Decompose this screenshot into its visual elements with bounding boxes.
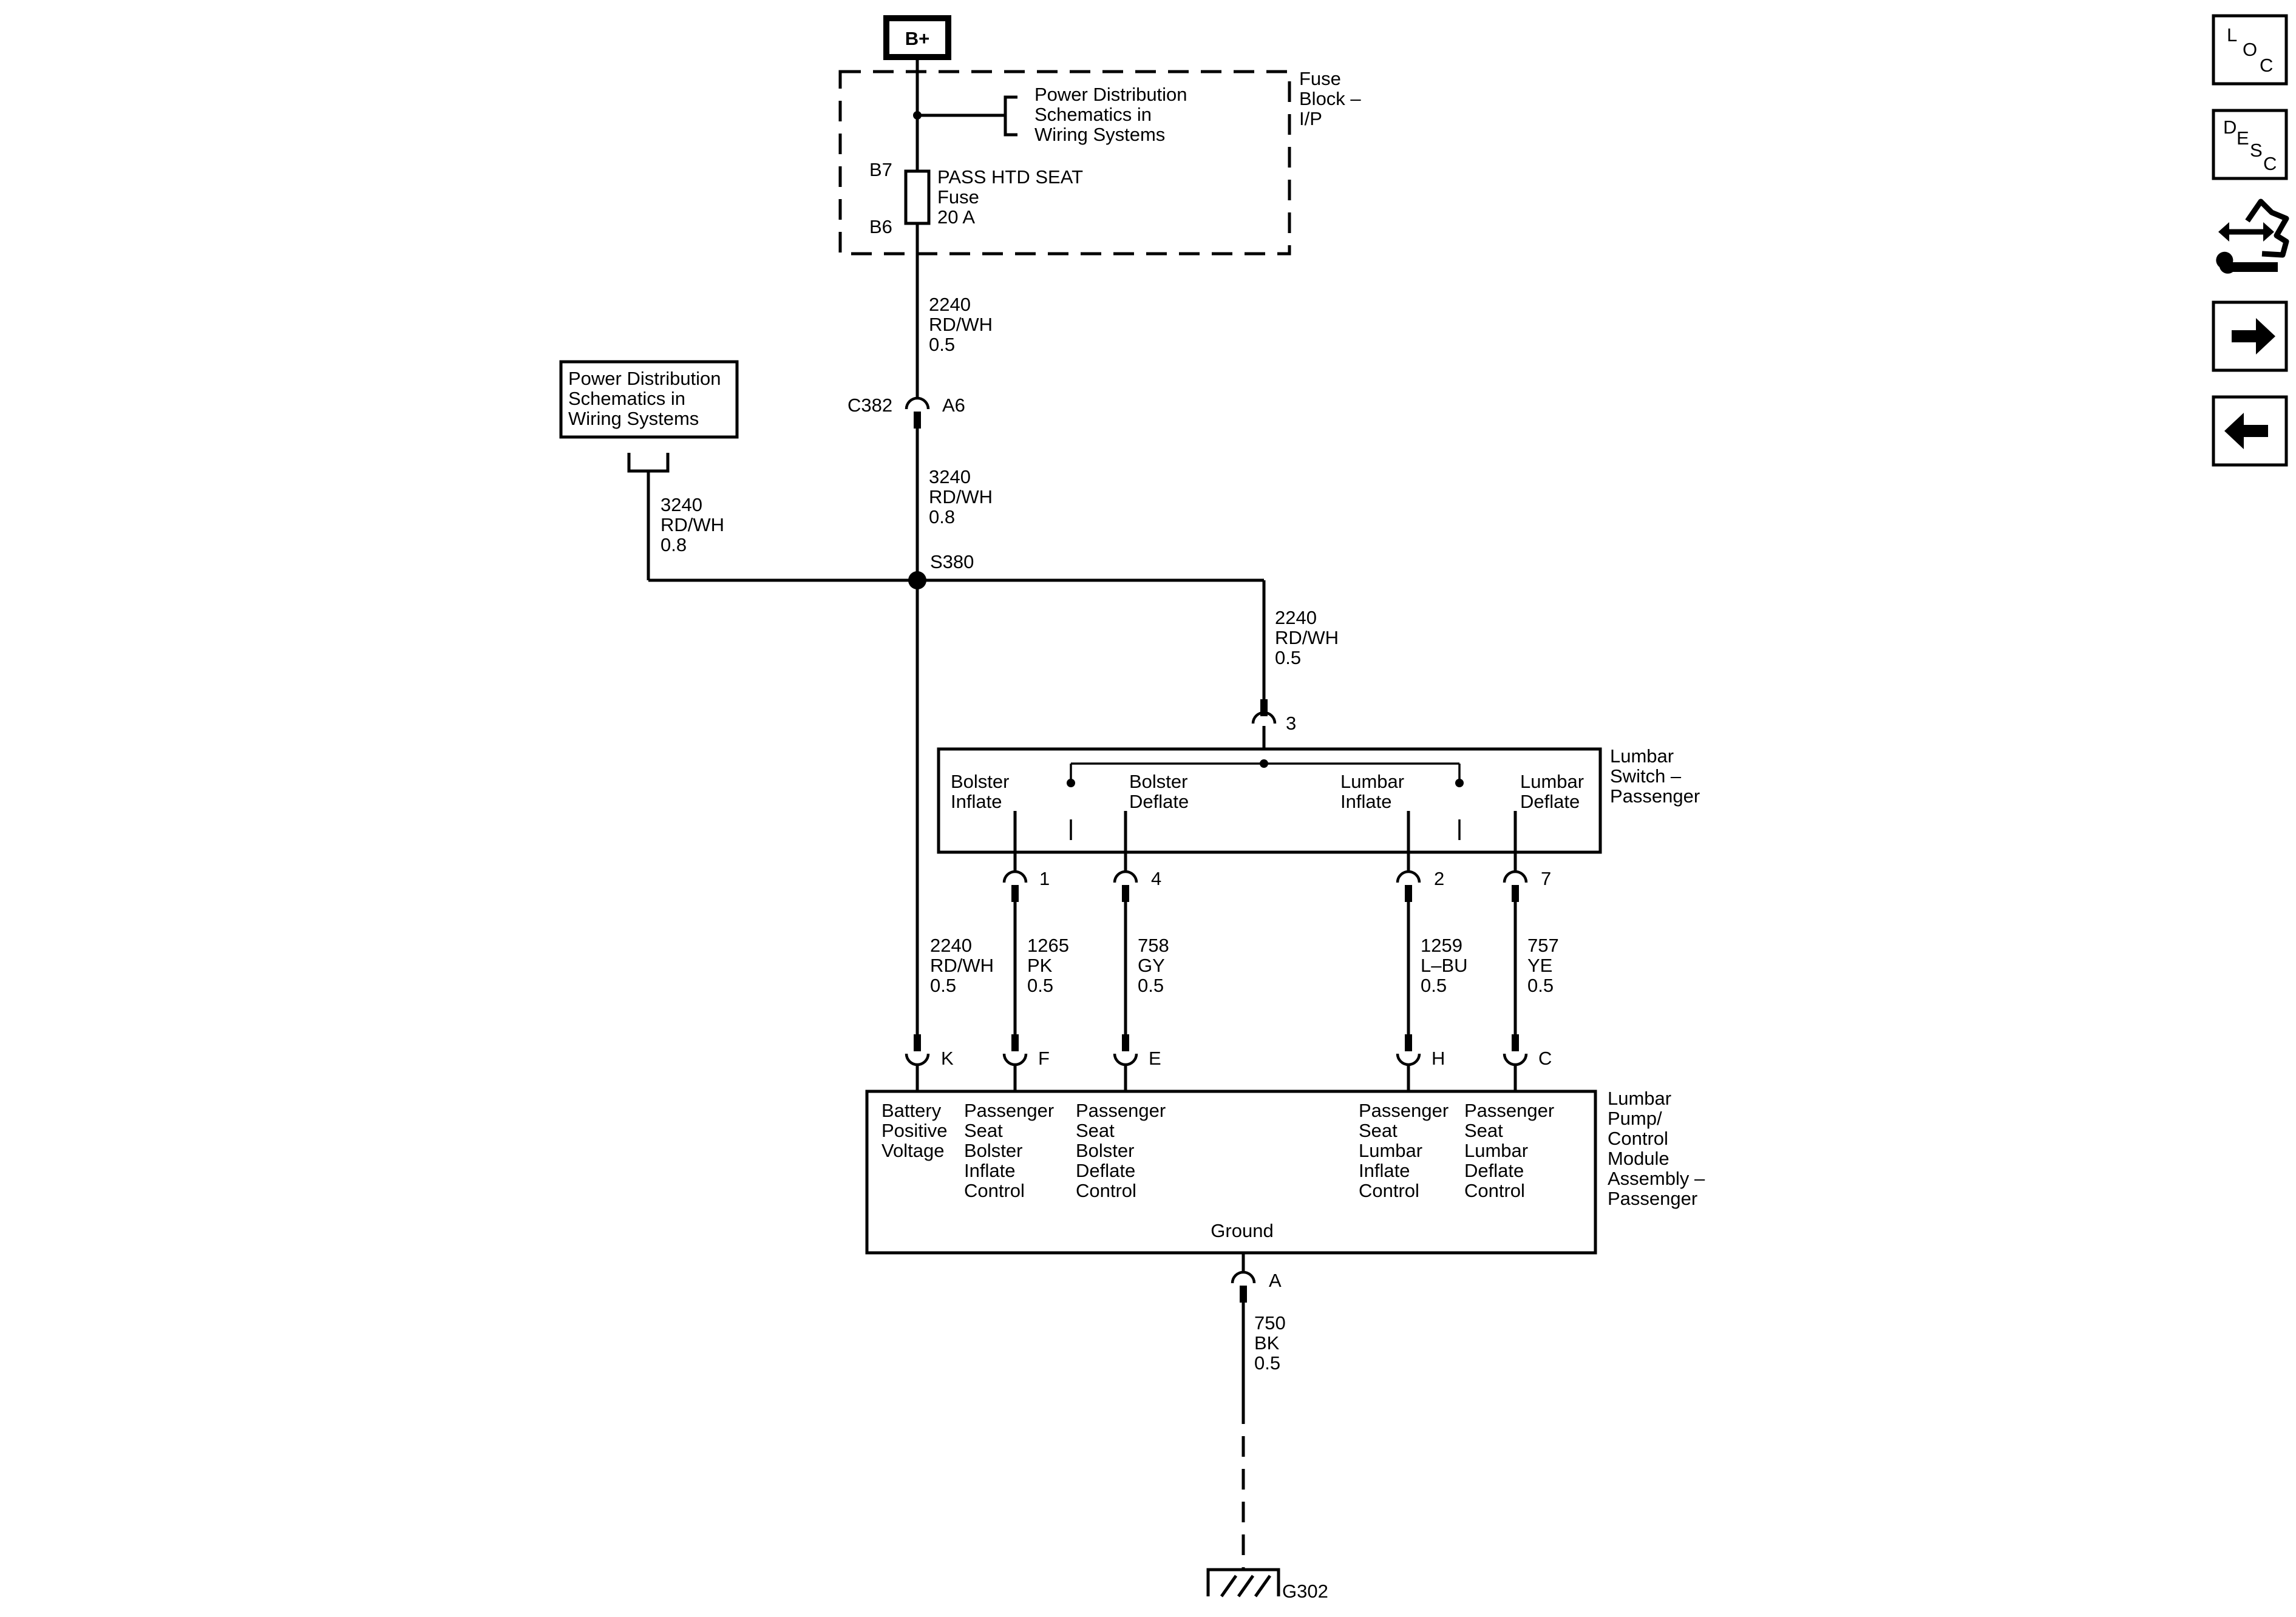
wire-1265-bolster-inflate: 1265 PK 0.5 (1027, 935, 1075, 996)
wire-3240-c382-out: 3240 RD/WH 0.8 (929, 466, 998, 527)
wire-2240-pump-feed: 2240 RD/WH 0.5 (930, 935, 999, 996)
power-distribution-ref-box: Power Distribution Schematics in Wiring … (559, 360, 739, 473)
lumbar-pump-control-module: Lumbar Pump/ Control Module Assembly – P… (865, 1088, 1710, 1255)
arrow-left-icon (2224, 413, 2268, 449)
pump-module-name: Lumbar Pump/ Control Module Assembly – P… (1608, 1088, 1710, 1209)
switch-connector-pin-3: 3 (1251, 699, 1296, 734)
switch-bolster-deflate-label: Bolster Deflate (1129, 771, 1193, 812)
ground-g302-name: G302 (1282, 1581, 1328, 1602)
loc-letter-c: C (2260, 55, 2273, 76)
switch-lumbar-deflate-label: Lumbar Deflate (1520, 771, 1589, 812)
wire-2240-fuse-out: 2240 RD/WH 0.5 (929, 294, 998, 355)
wire-1259-lumbar-inflate: 1259 L–BU 0.5 (1421, 935, 1473, 996)
switch-output-connectors: 1 4 2 7 (1002, 852, 1551, 902)
ground-g302: G302 (1206, 1568, 1328, 1602)
switch-feed-pin-label: 3 (1286, 713, 1296, 734)
switch-pin-bolster-deflate: 4 (1151, 868, 1161, 889)
switch-to-pump-wires: 2240 RD/WH 0.5 1265 PK 0.5 758 GY 0.5 12… (915, 580, 1564, 1039)
fuse-block-power-distribution-ref: Power Distribution Schematics in Wiring … (1034, 84, 1192, 145)
fuse-block-name: Fuse Block – I/P (1299, 68, 1366, 129)
pump-pin-lumbar-inflate: H (1432, 1048, 1445, 1069)
pump-pin-bolster-inflate: F (1038, 1048, 1050, 1069)
pump-pin-battery: K (941, 1048, 954, 1069)
switch-pin-bolster-inflate: 1 (1039, 868, 1050, 889)
fuse-block-ip: Fuse Block – I/P Power Distribution Sche… (838, 68, 1366, 256)
fuse-pin-b6: B6 (869, 216, 892, 237)
pump-function-bolster-deflate: Passenger Seat Bolster Deflate Control (1076, 1100, 1171, 1201)
loc-letter-l: L (2227, 24, 2237, 46)
splice-s380-name: S380 (930, 551, 974, 572)
battery-positive-terminal: B+ (883, 15, 951, 60)
pump-pin-lumbar-deflate: C (1538, 1048, 1552, 1069)
connector-c382-name: C382 (847, 395, 892, 416)
wire-758-bolster-deflate: 758 GY 0.5 (1138, 935, 1174, 996)
wire-757-lumbar-deflate: 757 YE 0.5 (1527, 935, 1564, 996)
pump-ground-label: Ground (1211, 1220, 1273, 1241)
pump-function-lumbar-inflate: Passenger Seat Lumbar Inflate Control (1359, 1100, 1454, 1201)
arrow-right-icon (2232, 318, 2275, 354)
switch-pin-lumbar-deflate: 7 (1541, 868, 1551, 889)
switch-pin-lumbar-inflate: 2 (1434, 868, 1444, 889)
lumbar-switch-passenger: Lumbar Switch – Passenger Bolster Inflat… (937, 745, 1700, 854)
nav-next-button[interactable] (2212, 300, 2288, 372)
pump-pin-bolster-deflate: E (1149, 1048, 1161, 1069)
desc-letter-d: D (2223, 117, 2237, 138)
desc-letter-e: E (2237, 127, 2249, 149)
desc-letter-c: C (2263, 153, 2277, 174)
nav-loc-button[interactable]: L O C (2212, 14, 2288, 86)
nav-prev-button[interactable] (2212, 395, 2288, 467)
pump-function-battery: Battery Positive Voltage (881, 1100, 953, 1161)
pump-input-connectors: K F E H C (905, 1034, 1552, 1091)
connector-c382: C382 A6 (847, 395, 965, 429)
connector-c382-pin: A6 (942, 395, 965, 416)
lumbar-switch-name: Lumbar Switch – Passenger (1610, 745, 1700, 807)
fuse-rating-label: PASS HTD SEAT Fuse 20 A (937, 166, 1088, 228)
desc-letter-s: S (2250, 140, 2263, 161)
wire-750-ground: 750 BK 0.5 (1254, 1312, 1291, 1374)
nav-desc-button[interactable]: D E S C (2212, 109, 2288, 180)
fuse-pin-b7: B7 (869, 159, 892, 180)
pump-function-lumbar-deflate: Passenger Seat Lumbar Deflate Control (1464, 1100, 1560, 1201)
connector-tools-icon (2216, 198, 2289, 274)
pump-pin-ground: A (1269, 1270, 1282, 1291)
ground-path: A 750 BK 0.5 (1231, 1253, 1291, 1570)
loc-letter-o: O (2243, 39, 2257, 60)
power-distribution-ref-text: Power Distribution Schematics in Wiring … (568, 368, 726, 429)
wire-2240-switch-feed: 2240 RD/WH 0.5 (1275, 607, 1344, 668)
switch-bolster-inflate-label: Bolster Inflate (951, 771, 1014, 812)
pump-function-bolster-inflate: Passenger Seat Bolster Inflate Control (964, 1100, 1059, 1201)
nav-connector-button[interactable] (2213, 197, 2289, 282)
switch-lumbar-inflate-label: Lumbar Inflate (1340, 771, 1410, 812)
wire-3240-left-branch: 3240 RD/WH 0.8 (661, 494, 730, 555)
pass-htd-seat-fuse (904, 169, 931, 225)
battery-positive-label: B+ (905, 28, 930, 49)
